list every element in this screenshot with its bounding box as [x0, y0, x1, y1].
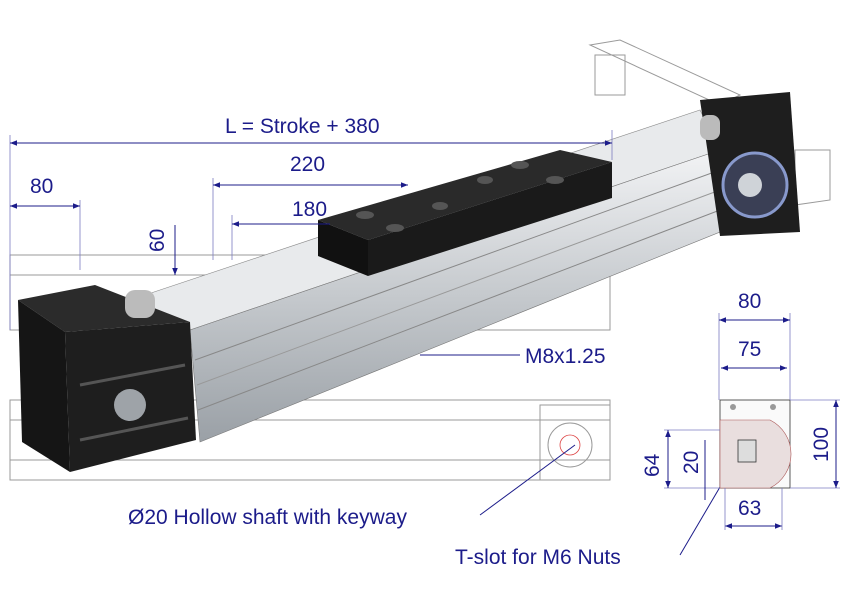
length-label: L = Stroke + 380 [225, 115, 380, 138]
tslot-label: T-slot for M6 Nuts [455, 546, 621, 569]
thread-label: M8x1.25 [525, 345, 606, 368]
shaft-height-label: 64 [641, 453, 664, 477]
end-width-outer-label: 80 [738, 290, 761, 313]
carriage-length-label: 220 [290, 153, 325, 176]
end-height-label: 100 [810, 427, 833, 462]
height-offset-label: 60 [146, 229, 169, 252]
hole-spacing-label: 180 [292, 198, 327, 221]
dimension-lines [9, 130, 721, 556]
slot-width-label: 63 [738, 497, 761, 520]
slot-height-label: 20 [680, 451, 703, 474]
shaft-label: Ø20 Hollow shaft with keyway [128, 506, 407, 529]
end-view [664, 313, 840, 530]
end-offset-label: 80 [30, 175, 53, 198]
actuator-body [18, 92, 800, 472]
end-width-inner-label: 75 [738, 338, 761, 361]
